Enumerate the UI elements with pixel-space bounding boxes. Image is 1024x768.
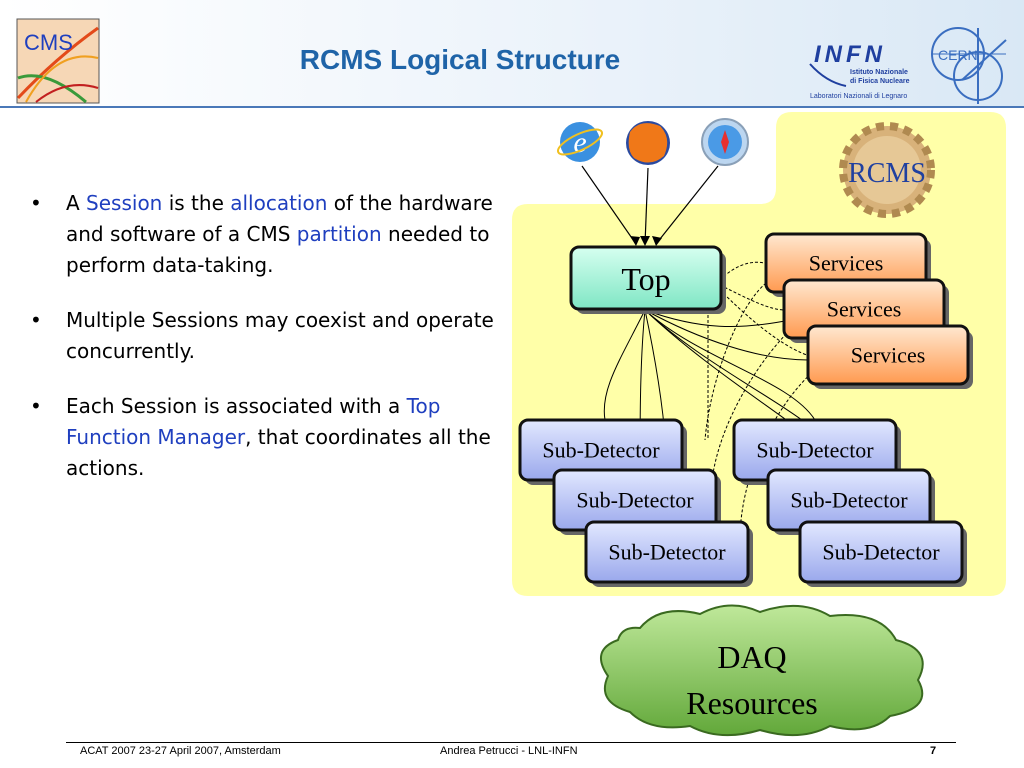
bullet-text: of the hardware and software of a CMS	[66, 191, 493, 246]
services-node-label: Services	[809, 251, 884, 276]
subdetector-node-label: Sub-Detector	[608, 540, 726, 565]
footer-divider	[66, 742, 956, 743]
daq-resources-cloud: DAQ Resources	[599, 604, 924, 737]
daq-line2: Resources	[686, 685, 818, 721]
subdetector-node-label: Sub-Detector	[822, 540, 940, 565]
bullet-text: Each Session is associated with a	[66, 394, 407, 418]
cms-logo-text: CMS	[24, 30, 73, 55]
subdetector-node-label: Sub-Detector	[790, 488, 908, 513]
infn-logo: INFN Istituto Nazionale di Fisica Nuclea…	[809, 41, 910, 100]
infn-logo-text: INFN	[814, 41, 886, 68]
highlighted-term: allocation	[230, 191, 328, 215]
highlighted-term: Top Function Manager	[66, 394, 441, 449]
top-node-label: Top	[621, 261, 670, 297]
firefox-icon	[626, 121, 670, 165]
bullet-list: • A Session is the allocation of the hard…	[30, 188, 510, 508]
subdetector-node-label: Sub-Detector	[542, 438, 660, 463]
slide-header	[0, 0, 1024, 106]
subdetector-node-label: Sub-Detector	[576, 488, 694, 513]
cern-logo: CERN	[931, 27, 1007, 104]
subdetector-node: Sub-Detector	[766, 468, 935, 535]
highlighted-term: partition	[296, 222, 382, 246]
bullet-dot: •	[30, 394, 42, 418]
browser-arrows	[581, 165, 719, 245]
cms-logo: CMS	[16, 18, 100, 104]
bullet-text: , that coordinates all the actions.	[66, 425, 491, 480]
subdetector-node: Sub-Detector	[552, 468, 721, 535]
page-title: RCMS Logical Structure	[299, 44, 621, 75]
page-number: 7	[930, 745, 937, 757]
bullet-text: is the	[162, 191, 231, 215]
safari-icon	[701, 118, 749, 166]
internet-explorer-icon: e	[556, 122, 604, 162]
subdetector-node-label: Sub-Detector	[756, 438, 874, 463]
footer-center: Andrea Petrucci - LNL-INFN	[440, 745, 578, 757]
services-node-label: Services	[851, 343, 926, 368]
footer-left: ACAT 2007 23-27 April 2007, Amsterdam	[80, 745, 281, 757]
services-node: Services	[806, 324, 973, 389]
bullet-item: • A Session is the allocation of the hard…	[30, 188, 510, 281]
infn-line2: di Fisica Nucleare	[850, 78, 910, 85]
top-function-manager-node: Top	[569, 245, 726, 314]
subdetector-node: Sub-Detector	[584, 520, 753, 587]
cern-logo-text: CERN	[938, 47, 978, 63]
bullet-text: needed to perform data-taking.	[66, 222, 490, 277]
highlighted-term: Session	[86, 191, 163, 215]
subdetector-node: Sub-Detector	[798, 520, 967, 587]
bullet-text: A	[66, 191, 87, 215]
subdetector-nodes: Sub-DetectorSub-DetectorSub-DetectorSub-…	[518, 418, 967, 587]
header-divider	[0, 106, 1024, 108]
bullet-item: • Multiple Sessions may coexist and opera…	[30, 305, 510, 367]
daq-line1: DAQ	[717, 639, 786, 675]
bullet-dot: •	[30, 308, 42, 332]
services-node-label: Services	[827, 297, 902, 322]
infn-line1: Istituto Nazionale	[850, 69, 908, 76]
bullet-item: • Each Session is associated with a Top F…	[30, 391, 510, 484]
rcms-gear-label: RCMS	[848, 158, 926, 189]
gear-icon: RCMS	[839, 122, 935, 218]
bullet-dot: •	[30, 191, 42, 215]
infn-line3: Laboratori Nazionali di Legnaro	[810, 93, 907, 100]
bullet-text: Multiple Sessions may coexist and operat…	[66, 308, 494, 363]
